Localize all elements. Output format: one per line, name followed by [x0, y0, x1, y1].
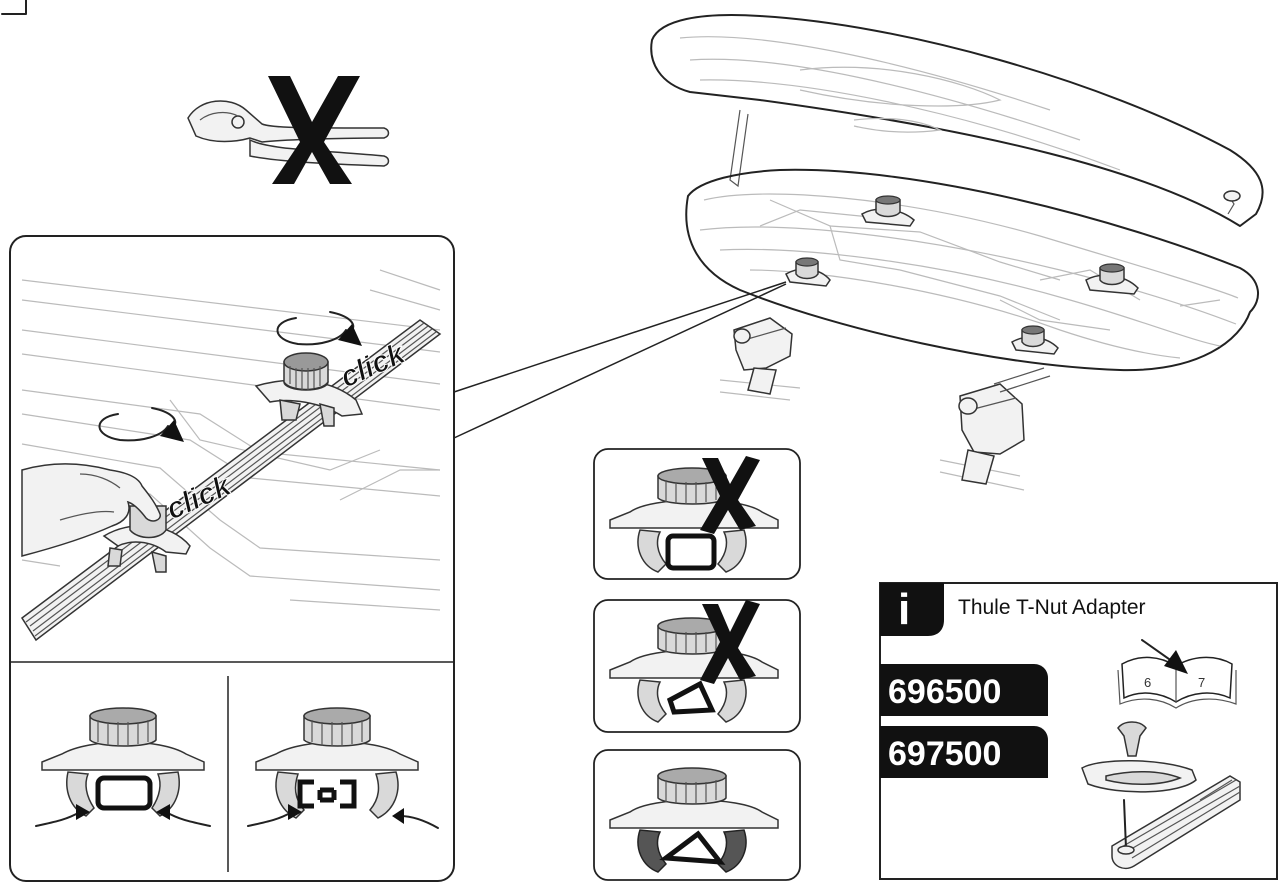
clamp-open-right: [247, 707, 439, 829]
rotate-arrow-icon: [98, 407, 184, 442]
prohibited-x-icon: [700, 600, 760, 684]
leader-line: [453, 283, 787, 439]
svg-text:i: i: [898, 585, 910, 634]
box-fastener: [1011, 325, 1059, 355]
info-box: i Thule T-Nut Adapter 696500 697500 6 7: [879, 582, 1278, 880]
roof-bar-foot: [733, 317, 793, 395]
book-icon: 6 7: [1117, 639, 1237, 709]
info-icon: [880, 583, 944, 636]
detail-panel: click click: [9, 235, 455, 882]
roof-bar-foot: [958, 367, 1051, 485]
part-number-badge: 696500: [880, 664, 1048, 716]
clamp-wrong-2: [593, 599, 801, 733]
part-number: 696500: [888, 673, 1001, 711]
book-page-right: 7: [1198, 675, 1205, 690]
corner-frame: [1, 0, 27, 15]
rotate-arrow-icon: [276, 311, 362, 346]
part-number: 697500: [888, 735, 1001, 773]
hand-icon: [21, 463, 161, 557]
box-fastener: [785, 257, 831, 287]
clamp-correct: [593, 749, 801, 881]
clamp-wrong-1: [593, 448, 801, 580]
prohibited-x-icon: [268, 76, 360, 184]
no-pliers-icon: [187, 76, 390, 184]
info-box-title: Thule T-Nut Adapter: [958, 596, 1146, 619]
leader-line: [453, 281, 787, 393]
box-fastener: [861, 195, 915, 227]
part-number-badge: 697500: [880, 726, 1048, 778]
t-nut-adapter-illustration: [1081, 721, 1241, 870]
clamp-open-left: [35, 707, 211, 827]
fastener-upper: [254, 352, 364, 427]
box-fastener: [1085, 263, 1139, 295]
box-floor-ridges: [21, 269, 441, 611]
prohibited-x-icon: [700, 456, 760, 534]
roof-box: [650, 14, 1264, 491]
book-page-left: 6: [1144, 675, 1151, 690]
